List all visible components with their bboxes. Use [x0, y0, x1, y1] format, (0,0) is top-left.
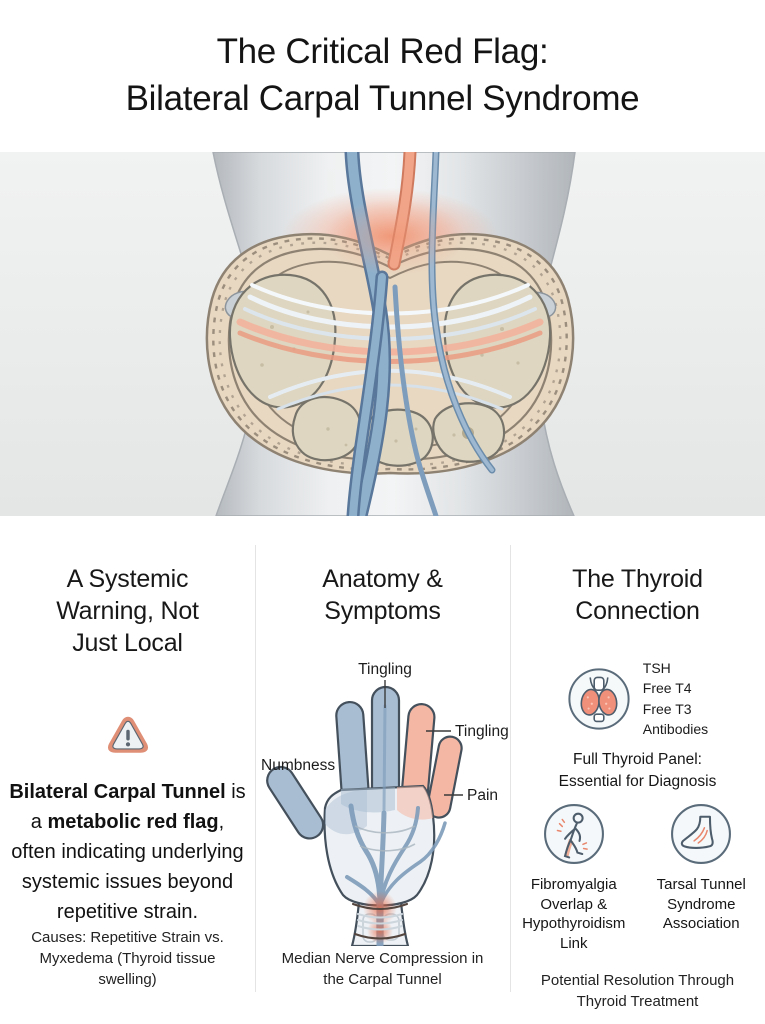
systemic-warning-text: Bilateral Carpal Tunnel is a metabolic r…	[8, 777, 248, 927]
warning-triangle-icon	[107, 717, 148, 753]
column-anatomy-symptoms: Anatomy & Symptoms	[255, 516, 510, 1024]
label-leader-lines	[384, 680, 463, 796]
tarsal-accent	[693, 826, 709, 844]
lab-item: Antibodies	[642, 720, 709, 737]
lab-item: Free T3	[642, 700, 692, 717]
symptom-label-numbness: Numbness	[261, 757, 335, 774]
hand-symptom-diagram: Tingling Tingling Numbness Pain	[261, 661, 509, 946]
column-systemic-warning: A Systemic Warning, Not Just Local Bilat…	[0, 516, 255, 1024]
inflammation-glow-overlay	[325, 199, 465, 275]
page-title: The Critical Red Flag: Bilateral Carpal …	[126, 29, 640, 123]
symptom-label-tingling-top: Tingling	[358, 661, 412, 678]
column-1-heading: A Systemic Warning, Not Just Local	[56, 563, 199, 660]
column-1-caption: Causes: Repetitive Strain vs. Myxedema (…	[31, 929, 224, 988]
heading-line: Symptoms	[324, 597, 441, 625]
wrist-anatomy-svg	[0, 152, 765, 516]
bold-phrase: metabolic red flag	[47, 811, 219, 833]
column-3-heading: The Thyroid Connection	[572, 563, 703, 628]
thyroid-texture	[586, 695, 611, 710]
thyroid-gland-icon	[568, 667, 630, 730]
pinky-finger	[426, 735, 463, 819]
thyroid-panel-row: TSH Free T4 Free T3 Antibodies	[567, 658, 708, 739]
title-line-2: Bilateral Carpal Tunnel Syndrome	[125, 79, 640, 118]
tarsal-tunnel-node: Tarsal Tunnel Syndrome Association	[638, 803, 765, 955]
header: The Critical Red Flag: Bilateral Carpal …	[0, 0, 765, 152]
column-2-heading: Anatomy & Symptoms	[322, 563, 443, 628]
pain-marks	[556, 818, 588, 850]
title-line-1: The Critical Red Flag:	[216, 32, 549, 72]
lab-item: TSH	[642, 660, 671, 676]
vessels-and-nerves	[344, 152, 496, 516]
fibromyalgia-node: Fibromyalgia Overlap & Hypothyroidism Li…	[510, 803, 638, 955]
content-columns: A Systemic Warning, Not Just Local Bilat…	[0, 516, 765, 1024]
tarsal-tunnel-label: Tarsal Tunnel Syndrome Association	[656, 875, 746, 933]
palm-creases	[354, 825, 416, 852]
column-3-caption: Potential Resolution Through Thyroid Tre…	[540, 972, 735, 1011]
lab-item: Free T4	[642, 680, 692, 697]
heading-line: Just Local	[72, 629, 183, 658]
column-divider	[510, 545, 511, 992]
bold-phrase: Bilateral Carpal Tunnel	[9, 781, 226, 803]
column-thyroid-connection: The Thyroid Connection	[510, 516, 765, 1024]
heading-line: Anatomy &	[322, 564, 443, 593]
text-span: is a	[30, 781, 246, 833]
walking-person-icon	[543, 803, 604, 864]
thumb	[266, 765, 325, 840]
association-nodes: Fibromyalgia Overlap & Hypothyroidism Li…	[510, 803, 765, 955]
text-span: , often indicating underlying systemic i…	[11, 811, 244, 923]
wrist-cross-section-illustration	[0, 152, 765, 516]
symptom-label-tingling-right: Tingling	[455, 723, 509, 740]
exclamation-dot	[125, 742, 130, 747]
exclamation-bar	[125, 730, 130, 741]
symptom-label-pain: Pain	[467, 787, 498, 804]
heading-line: A Systemic	[66, 564, 189, 593]
heading-line: Connection	[575, 597, 700, 625]
column-2-caption: Median Nerve Compression in the Carpal T…	[281, 950, 484, 988]
column-divider	[255, 545, 256, 992]
heading-line: Warning, Not	[56, 597, 199, 625]
full-thyroid-panel-text: Full Thyroid Panel: Essential for Diagno…	[558, 751, 717, 790]
foot-icon	[671, 803, 732, 864]
compression-lines	[352, 903, 408, 940]
fibromyalgia-label: Fibromyalgia Overlap & Hypothyroidism Li…	[522, 875, 626, 953]
lab-test-list: TSH Free T4 Free T3 Antibodies	[643, 658, 708, 739]
heading-line: The Thyroid	[572, 564, 703, 593]
